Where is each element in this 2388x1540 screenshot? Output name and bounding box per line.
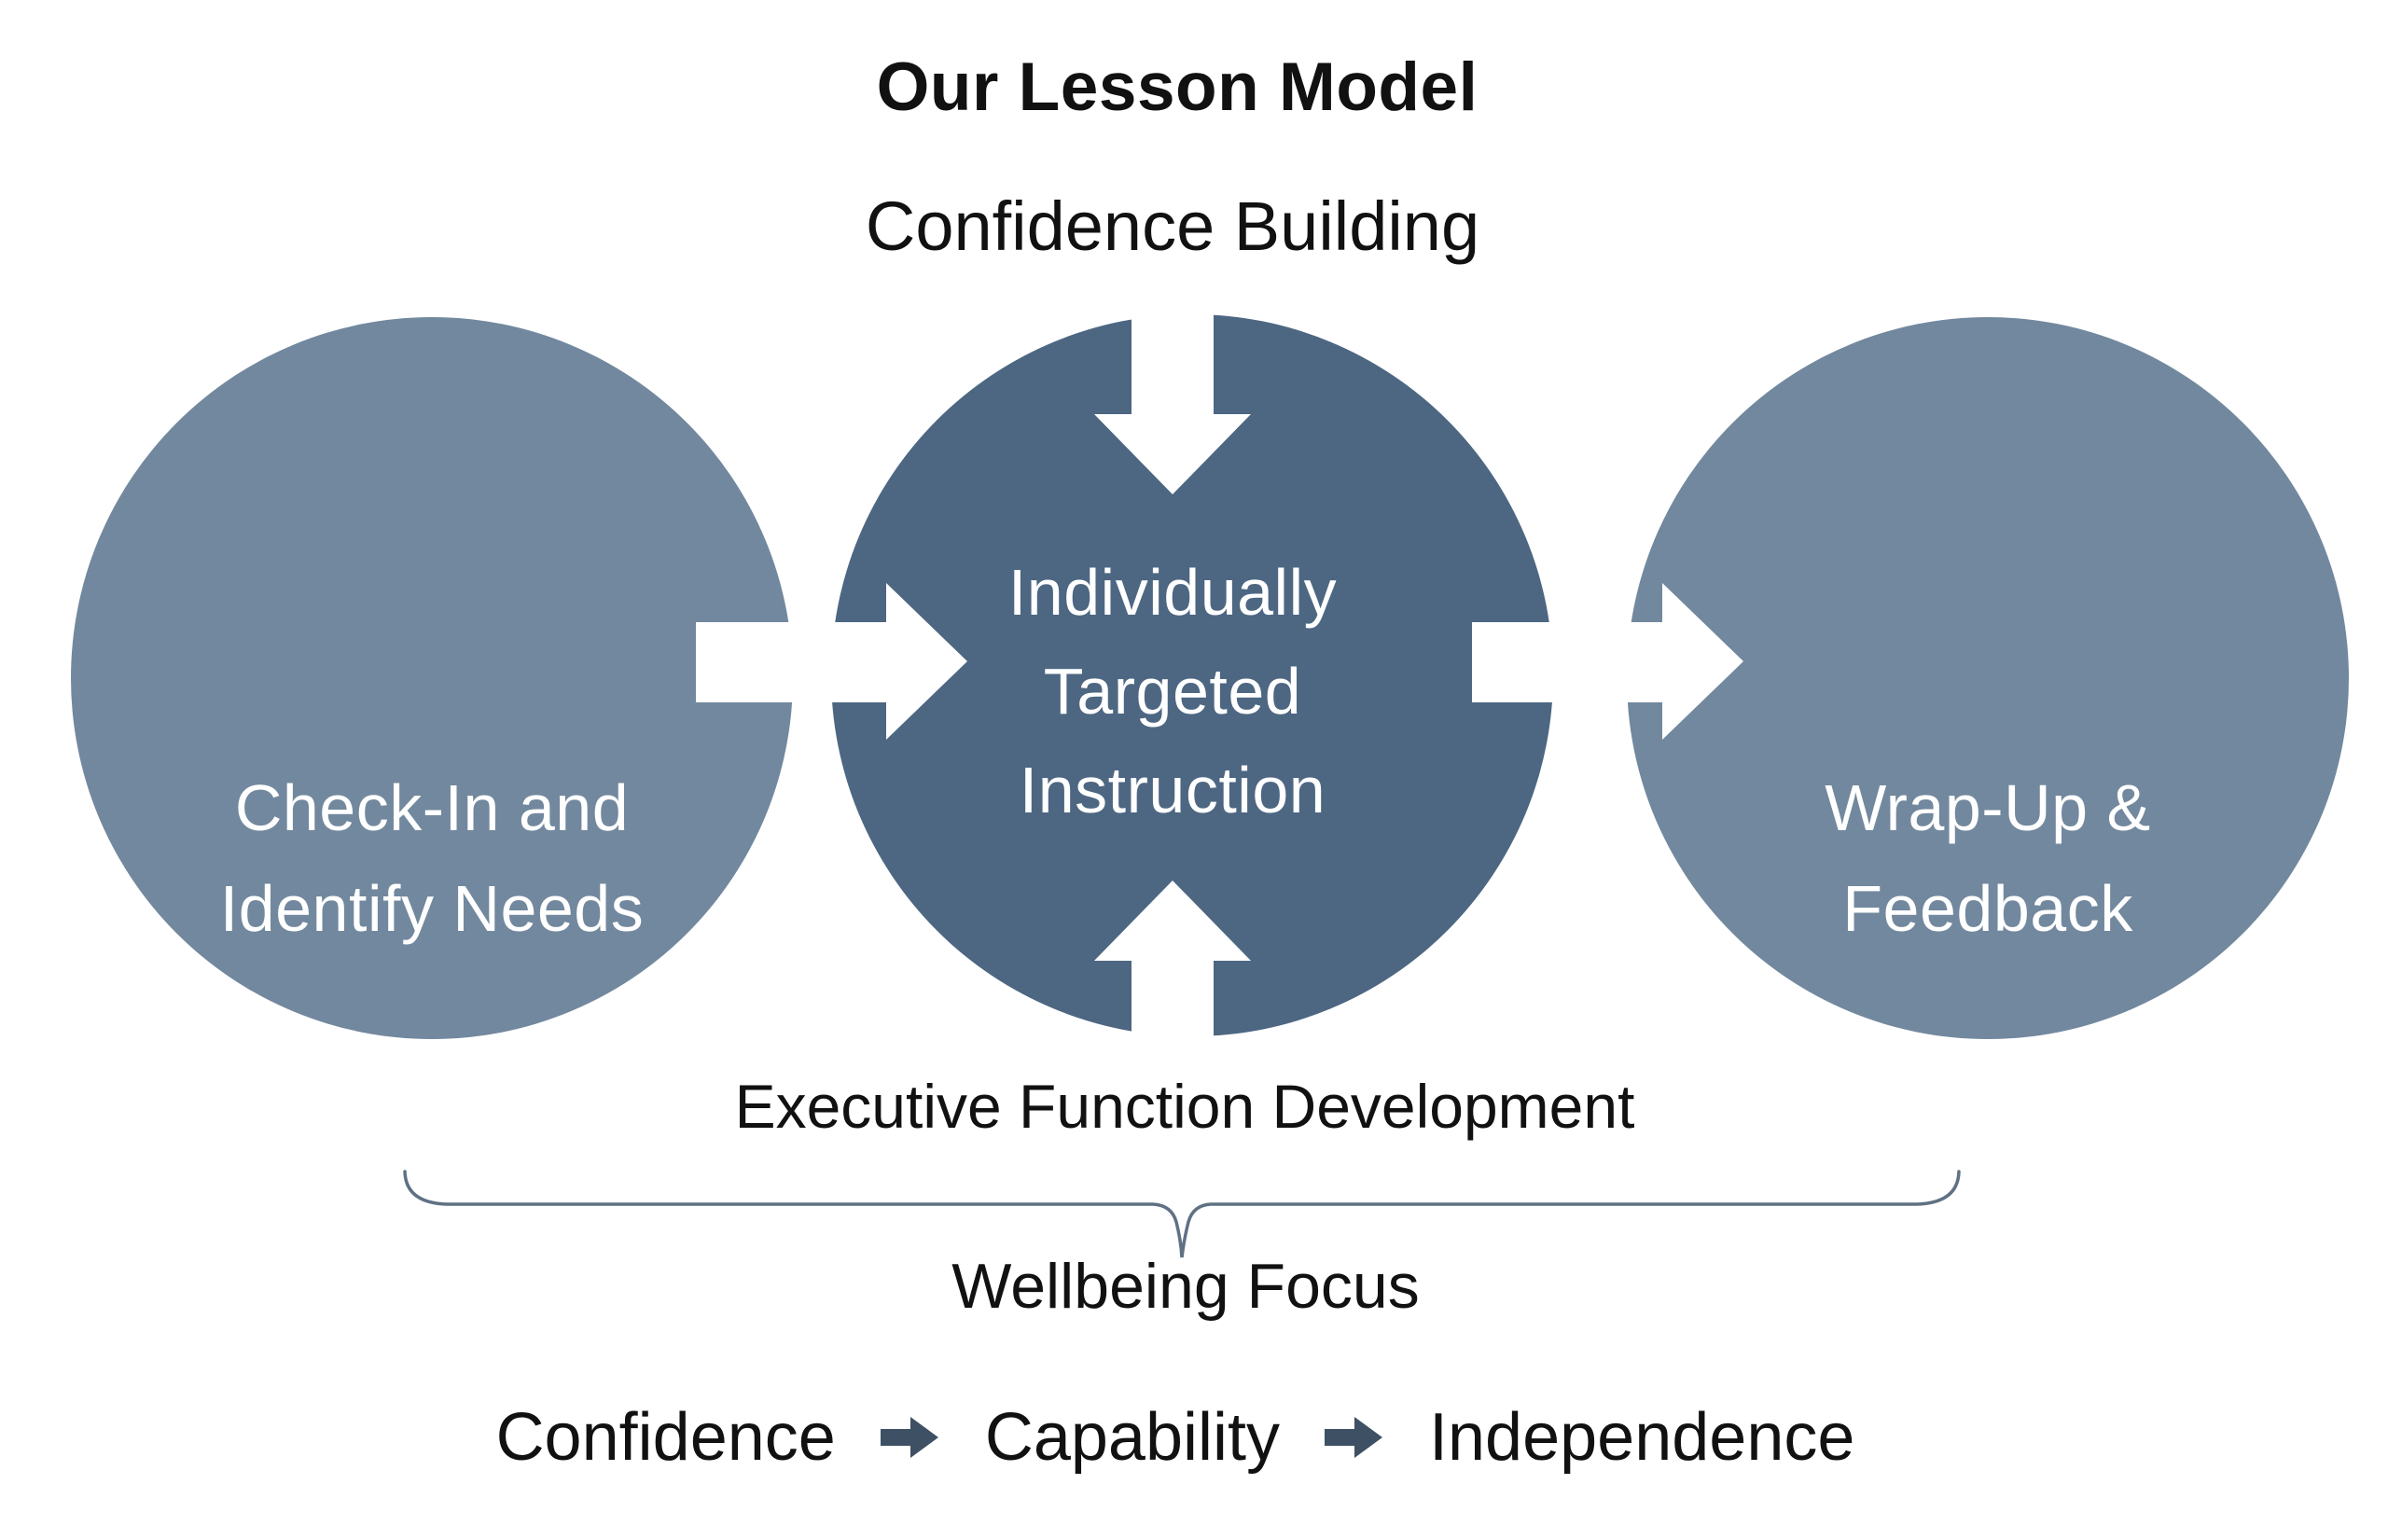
circle-instruction-line-3: Instruction — [1019, 754, 1326, 826]
circle-check-in-line-1: Check-In and — [234, 771, 630, 844]
circle-instruction-line-1: Individually — [1007, 556, 1338, 629]
progression-row: Confidence Capability Independence — [0, 1397, 2351, 1478]
progression-arrow-icon — [1325, 1417, 1382, 1458]
progression-arrow-icon — [880, 1417, 938, 1458]
circle-wrap-up — [1627, 317, 2349, 1039]
progression-item-confidence: Confidence — [495, 1400, 836, 1475]
circle-wrap-up-line-1: Wrap-Up & — [1825, 771, 2151, 844]
brace — [403, 1170, 1961, 1258]
circle-check-in-line-2: Identify Needs — [219, 872, 645, 945]
progression-item-independence: Independence — [1429, 1400, 1855, 1475]
circle-check-in-label: Check-In and Identify Needs — [71, 757, 793, 959]
page-title: Our Lesson Model — [876, 49, 1479, 125]
circle-instruction-line-2: Targeted — [1043, 655, 1302, 728]
circle-check-in — [71, 317, 793, 1039]
confidence-building-label: Confidence Building — [865, 187, 1480, 265]
progression-item-capability: Capability — [984, 1400, 1280, 1475]
circle-instruction-label: Individually Targeted Instruction — [812, 543, 1534, 839]
circle-wrap-up-line-2: Feedback — [1842, 872, 2133, 945]
executive-function-label: Executive Function Development — [734, 1072, 1635, 1141]
circle-wrap-up-label: Wrap-Up & Feedback — [1627, 757, 2349, 959]
wellbeing-focus-label: Wellbeing Focus — [951, 1251, 1420, 1322]
